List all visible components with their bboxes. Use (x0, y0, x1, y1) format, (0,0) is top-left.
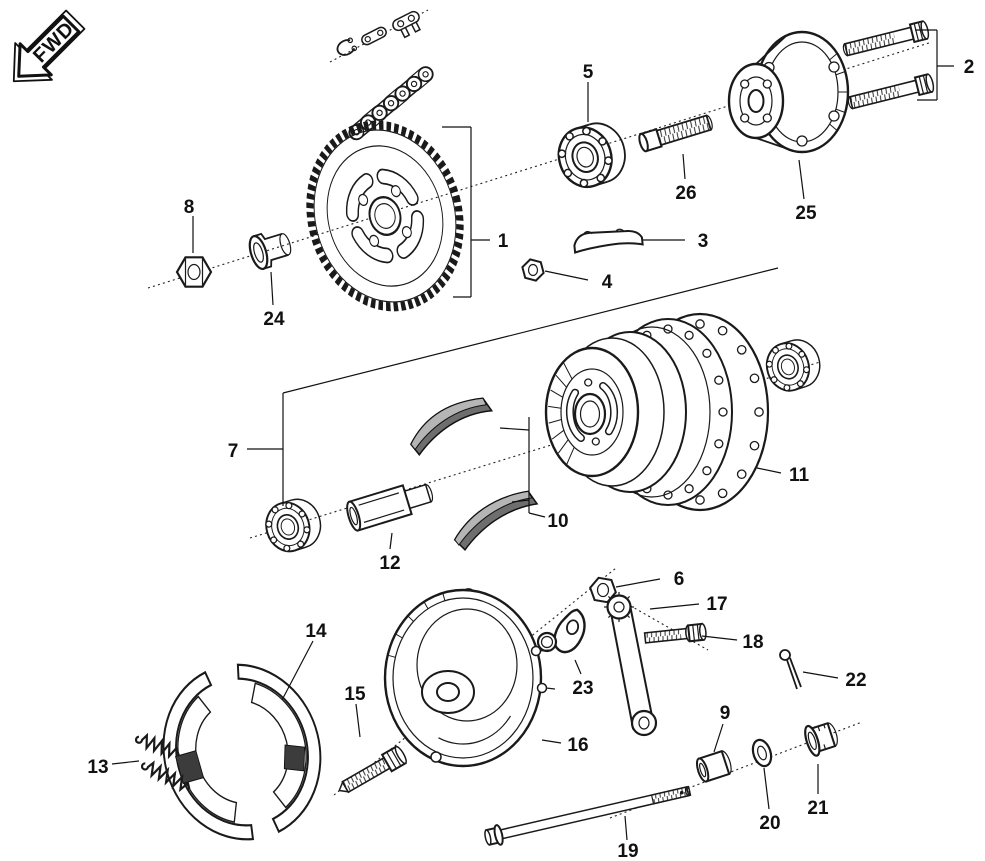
leader-20 (763, 767, 770, 810)
shoe-spring-upper (134, 732, 180, 760)
callout-16: 16 (567, 735, 588, 756)
rear-sprocket (306, 120, 464, 312)
leader-23 (574, 659, 582, 675)
callout-5: 5 (583, 62, 594, 83)
callout-22: 22 (845, 670, 866, 691)
ball-bearing-right (760, 333, 827, 397)
stud-bolt-lower (847, 73, 935, 110)
spacer-collar-24 (248, 232, 292, 271)
leader-12 (389, 532, 393, 550)
callout-10: 10 (547, 511, 568, 532)
callout-19: 19 (617, 841, 638, 861)
adjuster-bolt-15 (338, 745, 407, 794)
callout-20: 20 (759, 813, 780, 834)
leader-26 (682, 153, 686, 180)
leader-11 (756, 467, 782, 474)
callout-1: 1 (498, 231, 509, 252)
leader-9 (713, 723, 724, 753)
callout-8: 8 (184, 197, 195, 218)
leader-13 (111, 760, 140, 765)
spacer-9 (695, 749, 732, 783)
callout-18: 18 (742, 632, 763, 653)
callout-2-bracket (915, 29, 954, 101)
chain-pin-link (392, 10, 421, 39)
callout-6: 6 (674, 569, 685, 590)
centerline-top-axis (147, 41, 933, 289)
callout-15: 15 (344, 684, 366, 705)
brake-panel-16 (383, 588, 556, 768)
wheel-hub-11 (544, 312, 770, 512)
callout-23: 23 (572, 678, 593, 699)
left-brake-shoe (162, 670, 255, 841)
adjuster-stud-26 (638, 114, 713, 153)
hub-flange-25 (727, 30, 850, 154)
callout-7: 7 (228, 441, 239, 462)
brake-pad-lower (453, 490, 539, 551)
fwd-arrow-icon: FWD (12, 9, 86, 83)
callout-24: 24 (263, 309, 285, 330)
shoe-spring-lower (141, 760, 191, 793)
leader-25 (798, 159, 805, 200)
lock-nut-4 (521, 258, 545, 282)
ball-bearing-5 (550, 115, 634, 195)
cam-plate-23 (553, 608, 586, 654)
brake-lever-17 (604, 592, 658, 737)
rear-axle-19 (484, 785, 692, 846)
ball-bearing-left (259, 492, 328, 558)
callout-4: 4 (602, 272, 613, 293)
axle-nut-8 (175, 256, 213, 288)
callout-10-bracket (499, 417, 546, 518)
callout-9: 9 (720, 703, 731, 724)
leader-24 (270, 271, 274, 306)
callout-3: 3 (698, 231, 709, 252)
pinch-bolt-18 (643, 622, 707, 644)
leader-6 (615, 578, 661, 588)
callout-1-bracket (442, 126, 490, 298)
callout-21: 21 (807, 798, 829, 819)
callout-14: 14 (305, 621, 327, 642)
leader-14 (281, 640, 314, 701)
centerline-hub-axis (249, 361, 821, 539)
torque-strap-3 (573, 228, 644, 254)
centerline-panel-axis (333, 567, 617, 796)
chain-clip (336, 37, 358, 56)
brake-pad-upper (410, 397, 494, 456)
right-brake-shoe (236, 663, 322, 834)
cotter-pin-22 (779, 649, 802, 690)
callout-7-bracket (247, 267, 779, 506)
brake-shoes-14 (162, 663, 322, 841)
stud-bolt-upper (842, 20, 930, 57)
callout-2: 2 (964, 57, 975, 78)
washer-20 (751, 738, 773, 768)
leader-19 (624, 815, 628, 841)
callout-11: 11 (789, 465, 810, 486)
leader-15 (355, 703, 361, 738)
leader-4 (544, 270, 589, 281)
leader-18 (701, 635, 738, 641)
callout-12: 12 (379, 553, 400, 574)
chain-link-plate (361, 26, 387, 46)
leader-17 (649, 603, 700, 610)
leader-16 (541, 739, 562, 744)
callout-13: 13 (87, 757, 108, 778)
callout-17: 17 (706, 594, 727, 615)
castle-nut-21 (804, 722, 838, 757)
leader-22 (802, 671, 839, 679)
callout-26: 26 (675, 183, 696, 204)
cam-oring (536, 631, 558, 653)
callout-25: 25 (795, 203, 817, 224)
axle-sleeve-12 (346, 483, 434, 532)
